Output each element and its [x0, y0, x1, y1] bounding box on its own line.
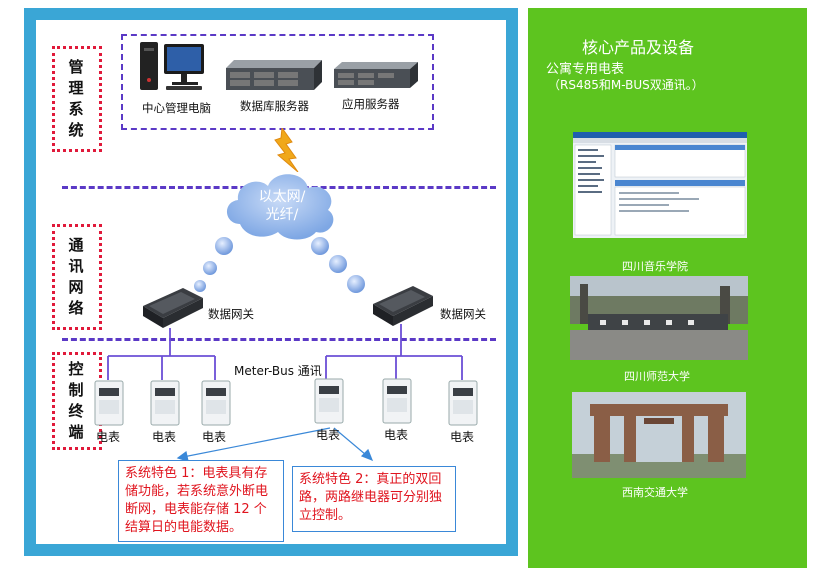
- meter-1-label: 电表: [96, 430, 121, 444]
- application-server-label: 应用服务器: [342, 97, 400, 111]
- management-section-box: 管理系统: [52, 46, 102, 152]
- cloud-label-line1: 以太网/: [258, 189, 306, 205]
- feature-1-callout: 系统特色 1：电表具有存储功能，若系统意外断电断网，电表能存储 12 个结算日的…: [118, 460, 284, 542]
- meter-2-icon: [150, 380, 180, 426]
- software-screenshot: [573, 132, 747, 238]
- product-name: 公寓专用电表: [546, 62, 625, 77]
- product-note: （RS485和M-BUS双通讯。）: [548, 78, 704, 92]
- control-section-label: 控制终端: [68, 360, 84, 441]
- meter-5-icon: [382, 378, 412, 424]
- caption-3: 西南交通大学: [622, 486, 688, 499]
- feature-2-callout: 系统特色 2：真正的双回路，两路继电器可分别独立控制。: [292, 466, 456, 532]
- product-panel-title: 核心产品及设备: [582, 38, 695, 57]
- separator-bottom: [62, 338, 496, 341]
- gateway-left-label: 数据网关: [208, 307, 254, 321]
- network-section-box: 通讯网络: [52, 224, 102, 330]
- meter-4-icon: [314, 378, 344, 424]
- gateway-right-icon: [373, 286, 433, 326]
- meter-3-icon: [201, 380, 231, 426]
- cloud-label: 以太网/ 光纤/: [246, 188, 318, 224]
- meter-6-icon: [448, 380, 478, 426]
- meter-bus-lines: [107, 324, 463, 462]
- cloud-icon: [226, 174, 334, 240]
- database-server-icon: [226, 60, 322, 90]
- gateway-right-label: 数据网关: [440, 307, 486, 321]
- caption-2: 四川师范大学: [624, 370, 690, 383]
- lightning-icon: [274, 128, 299, 172]
- management-section-label: 管理系统: [68, 58, 84, 139]
- caption-1: 四川音乐学院: [622, 260, 688, 273]
- control-section-box: 控制终端: [52, 352, 102, 450]
- meter-4-label: 电表: [316, 428, 341, 442]
- meter-6-label: 电表: [450, 430, 475, 444]
- meter-2-label: 电表: [152, 430, 177, 444]
- meter-3-label: 电表: [202, 430, 227, 444]
- database-server-label: 数据库服务器: [240, 99, 309, 113]
- meter-bus-label: Meter-Bus 通讯: [234, 364, 322, 378]
- management-device-box: [121, 34, 434, 130]
- network-section-label: 通讯网络: [68, 236, 84, 317]
- connection-bubbles: [194, 237, 365, 293]
- cloud-label-line2: 光纤/: [265, 207, 299, 223]
- application-server-icon: [334, 62, 418, 88]
- campus-photo-3: [572, 392, 746, 478]
- campus-photo-2: [570, 276, 748, 360]
- computer-icon: [140, 42, 204, 90]
- meter-1-icon: [94, 380, 124, 426]
- meter-5-label: 电表: [384, 428, 409, 442]
- pc-label: 中心管理电脑: [142, 101, 211, 115]
- diagram-canvas: [36, 20, 506, 544]
- gateway-left-icon: [143, 288, 203, 328]
